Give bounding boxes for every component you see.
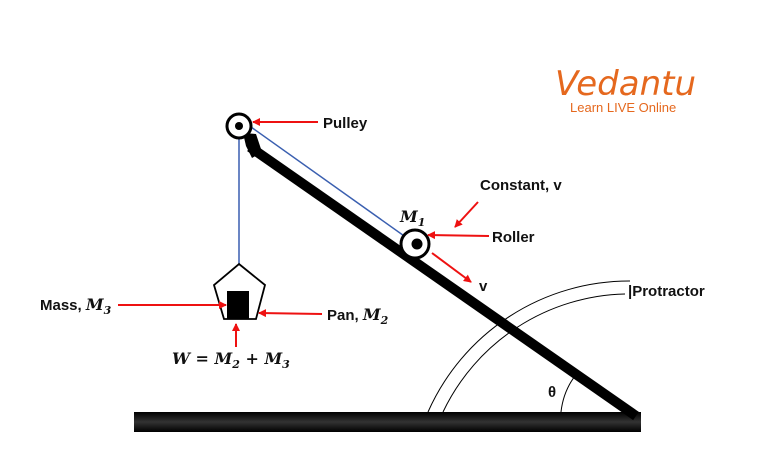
roller-arrow: [427, 231, 490, 240]
velocity-arrow: [431, 252, 472, 283]
logo-tagline: Learn LIVE Online: [570, 100, 676, 115]
protractor-label: |Protractor: [628, 283, 705, 300]
pulley-mount: [243, 133, 262, 158]
constant-v-arrow: [454, 201, 479, 228]
string-incline: [250, 126, 415, 244]
pulley-axle: [235, 122, 243, 130]
pan-label: Pan, M2: [327, 305, 389, 327]
protractor-outer-arc: [427, 280, 631, 413]
ground-base: [134, 412, 641, 432]
constant-v-label: Constant, v: [480, 177, 562, 194]
roller-axle: [411, 238, 423, 250]
m1-label: M1: [399, 207, 425, 229]
pan-arrow: [258, 309, 323, 318]
mass-label: Mass, M3: [40, 295, 112, 317]
mass-block: [227, 291, 249, 319]
velocity-label: v: [479, 278, 488, 295]
weight-equation: W = M2 + M3: [172, 349, 290, 371]
roller-label: Roller: [492, 229, 535, 246]
logo-brand: Vedantu: [555, 64, 696, 104]
angle-label: θ: [548, 384, 556, 401]
inclined-plane: [247, 142, 639, 421]
vedantu-logo: Vedantu Learn LIVE Online: [555, 64, 696, 115]
pulley-label: Pulley: [323, 115, 368, 132]
